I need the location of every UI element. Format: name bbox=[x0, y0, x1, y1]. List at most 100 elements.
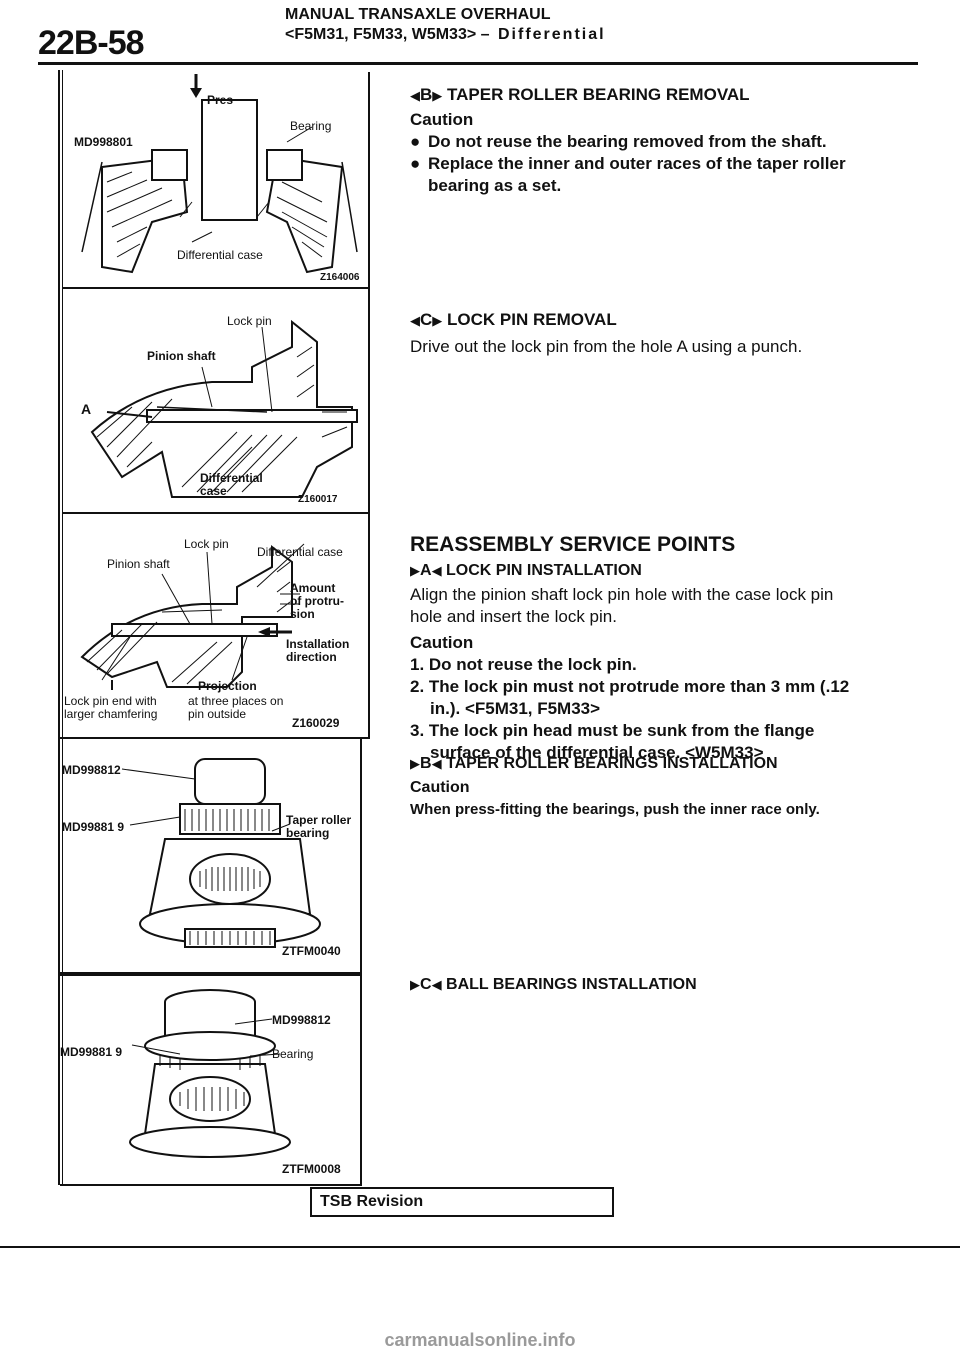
footer-rule bbox=[0, 1246, 960, 1248]
subtitle-section: – Differential bbox=[480, 26, 606, 43]
tsb-revision-box: TSB Revision bbox=[310, 1187, 614, 1217]
section-reassembly: REASSEMBLY SERVICE POINTS bbox=[410, 533, 890, 557]
label-tool-md998819: MD99881 9 bbox=[60, 1045, 123, 1059]
caution-label: Caution bbox=[410, 633, 474, 652]
left-margin-rule bbox=[58, 70, 60, 1185]
label-differential-case: Differential case bbox=[177, 248, 263, 262]
section-letter: C bbox=[420, 976, 432, 993]
ball-bearing-install-drawing bbox=[129, 989, 291, 1158]
section-heading: ◀C▶ LOCK PIN REMOVAL bbox=[410, 310, 890, 330]
label-sion: sion bbox=[290, 607, 315, 621]
page-number: 22B-58 bbox=[38, 24, 145, 62]
taper-bearing-install-drawing bbox=[121, 758, 321, 948]
figure-taper-bearing-install: MD998812 MD99881 9 Taper roller bearing … bbox=[60, 737, 362, 976]
figure-lock-pin-removal: Lock pin Pinion shaft A Differential cas… bbox=[62, 287, 370, 514]
label-bearing: bearing bbox=[286, 826, 330, 840]
label-bearing: Bearing bbox=[272, 1047, 314, 1061]
label-hole-a: A bbox=[81, 401, 92, 417]
left-arrow-icon: ◀ bbox=[410, 88, 420, 103]
section-letter: C bbox=[420, 310, 433, 329]
left-arrow-icon: ◀ bbox=[431, 977, 442, 992]
label-pin-outside: pin outside bbox=[188, 707, 247, 721]
subtitle-models: <F5M31, F5M33, W5M33> bbox=[285, 26, 477, 43]
caution-item: ● Do not reuse the bearing removed from … bbox=[410, 131, 890, 153]
label-tool-md998812: MD998812 bbox=[62, 763, 121, 777]
left-arrow-icon: ◀ bbox=[410, 313, 420, 328]
paragraph: Drive out the lock pin from the hole A u… bbox=[410, 337, 803, 356]
label-pinion-shaft: Pinion shaft bbox=[147, 349, 216, 363]
section-lock-pin-installation: ▶A◀ LOCK PIN INSTALLATION Align the pini… bbox=[410, 562, 890, 764]
figure-code: Z164006 bbox=[320, 272, 360, 283]
paragraph-line: hole and insert the lock pin. bbox=[410, 607, 617, 626]
caution-item-text: Do not reuse the bearing removed from th… bbox=[428, 132, 827, 151]
section-taper-bearing-removal: ◀B▶ TAPER ROLLER BEARING REMOVAL Caution… bbox=[410, 85, 890, 197]
paragraph-line: Align the pinion shaft lock pin hole wit… bbox=[410, 585, 834, 604]
caution-text: When press-fitting the bearings, push th… bbox=[410, 801, 820, 818]
lock-pin-removal-drawing bbox=[90, 319, 358, 498]
section-heading: ▶C◀ BALL BEARINGS INSTALLATION bbox=[410, 976, 890, 994]
section-heading: ▶B◀ TAPER ROLLER BEARINGS INSTALLATION bbox=[410, 755, 890, 773]
section-letter: A bbox=[420, 562, 432, 579]
caution-label: Caution bbox=[410, 779, 470, 796]
label-pinion-shaft: Pinion shaft bbox=[107, 557, 170, 571]
section-ball-bearing-installation: ▶C◀ BALL BEARINGS INSTALLATION bbox=[410, 976, 890, 994]
label-tool-md998819: MD99881 9 bbox=[62, 820, 125, 834]
figure-lock-pin-installation: Lock pin Differential case Pinion shaft … bbox=[62, 512, 370, 739]
right-arrow-icon: ▶ bbox=[432, 88, 443, 103]
left-margin-rule-inner bbox=[62, 70, 63, 1185]
label-tool: MD998801 bbox=[74, 135, 133, 149]
section-title: LOCK PIN REMOVAL bbox=[447, 310, 617, 329]
section-main-heading: REASSEMBLY SERVICE POINTS bbox=[410, 533, 736, 556]
section-taper-bearing-installation: ▶B◀ TAPER ROLLER BEARINGS INSTALLATION C… bbox=[410, 755, 890, 821]
figure-code: ZTFM0040 bbox=[282, 944, 341, 958]
tsb-revision-label: TSB Revision bbox=[320, 1193, 424, 1210]
section-heading: ▶A◀ LOCK PIN INSTALLATION bbox=[410, 562, 890, 580]
label-pres: Pres bbox=[207, 93, 234, 107]
caution-item: 1. Do not reuse the lock pin. bbox=[410, 655, 637, 674]
label-differential: Differential bbox=[200, 471, 263, 485]
page-title: MANUAL TRANSAXLE OVERHAUL bbox=[285, 6, 551, 23]
right-arrow-icon: ▶ bbox=[410, 977, 420, 992]
right-arrow-icon: ▶ bbox=[410, 563, 420, 578]
label-larger-chamfering: larger chamfering bbox=[64, 707, 158, 721]
right-arrow-icon: ▶ bbox=[410, 756, 420, 771]
figure-code: ZTFM0008 bbox=[282, 1162, 341, 1176]
label-of-protrusion: of protru- bbox=[290, 594, 344, 608]
bearing-removal-drawing bbox=[81, 74, 358, 274]
caution-item: 3. The lock pin head must be sunk from t… bbox=[410, 721, 815, 740]
left-arrow-icon: ◀ bbox=[431, 756, 442, 771]
label-case: case bbox=[200, 484, 227, 498]
bullet-icon: ● bbox=[410, 154, 421, 173]
label-taper-roller: Taper roller bbox=[286, 813, 352, 827]
left-arrow-icon: ◀ bbox=[431, 563, 442, 578]
label-lock-pin: Lock pin bbox=[184, 537, 229, 551]
caution-label: Caution bbox=[410, 110, 474, 129]
figure-code: Z160029 bbox=[292, 716, 340, 730]
label-tool-md998812: MD998812 bbox=[272, 1013, 331, 1027]
label-direction: direction bbox=[286, 650, 337, 664]
section-title: BALL BEARINGS INSTALLATION bbox=[446, 976, 697, 993]
figure-code: Z160017 bbox=[298, 494, 338, 505]
label-differential-case: Differential case bbox=[257, 545, 343, 559]
label-bearing: Bearing bbox=[290, 119, 332, 133]
figure-bearing-removal: Pres Bearing MD998801 Differential case … bbox=[62, 72, 370, 289]
section-heading: ◀B▶ TAPER ROLLER BEARING REMOVAL bbox=[410, 85, 890, 105]
right-arrow-icon: ▶ bbox=[432, 313, 443, 328]
caution-item: ● Replace the inner and outer races of t… bbox=[410, 153, 890, 197]
section-letter: B bbox=[420, 755, 432, 772]
label-at-three-places: at three places on bbox=[188, 694, 284, 708]
label-amount: Amount bbox=[290, 581, 336, 595]
bullet-icon: ● bbox=[410, 132, 421, 151]
label-installation: Installation bbox=[286, 637, 350, 651]
header-rule bbox=[38, 62, 918, 65]
section-letter: B bbox=[420, 85, 433, 104]
label-lock-pin: Lock pin bbox=[227, 314, 272, 328]
figure-ball-bearing-install: MD998812 MD99881 9 Bearing ZTFM0008 bbox=[60, 972, 362, 1186]
section-title: LOCK PIN INSTALLATION bbox=[446, 562, 642, 579]
section-lock-pin-removal: ◀C▶ LOCK PIN REMOVAL Drive out the lock … bbox=[410, 310, 890, 358]
watermark: carmanualsonline.info bbox=[384, 1330, 576, 1350]
section-title: TAPER ROLLER BEARINGS INSTALLATION bbox=[446, 755, 778, 772]
lock-pin-installation-drawing bbox=[80, 543, 305, 690]
caution-item-cont: in.). <F5M31, F5M33> bbox=[430, 699, 601, 718]
caution-item: 2. The lock pin must not protrude more t… bbox=[410, 677, 850, 696]
